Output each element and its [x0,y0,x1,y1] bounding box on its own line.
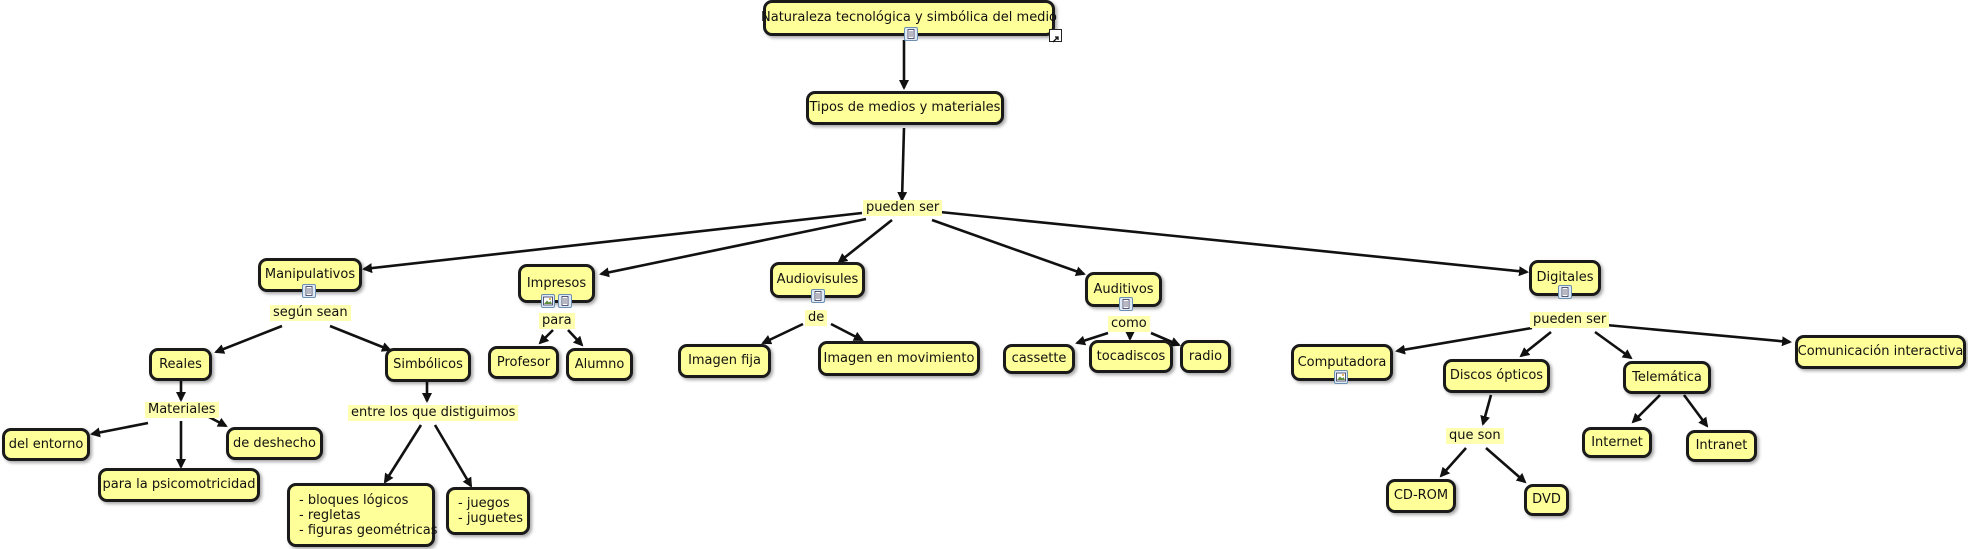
node-label: Impresos [526,275,587,291]
node-label: Digitales [1536,270,1594,285]
link-de[interactable]: de [805,310,828,326]
node-label: Telemática [1632,369,1702,385]
link-pueden-ser-digitales[interactable]: pueden ser [1530,312,1610,328]
link-entre-los-que-distiguimos[interactable]: entre los que distiguimos [348,405,519,421]
edge-para-alumno [567,329,584,347]
edge-pueden-discos [1519,330,1552,358]
link-para[interactable]: para [539,313,575,329]
node-label: Internet [1591,434,1643,450]
node-label: Discos ópticos [1449,368,1544,383]
edge-pueden-telematica [1594,330,1633,360]
open-link-icon[interactable] [1049,29,1062,43]
node-cdrom[interactable]: CD-ROM [1386,479,1456,513]
node-psicomotricidad[interactable]: para la psicomotricidad [98,468,260,502]
node-label: Reales [159,356,202,372]
document-icon[interactable] [1119,297,1133,311]
node-internet[interactable]: Internet [1582,427,1652,458]
edge-materiales-deshecho [208,415,228,428]
node-reales[interactable]: Reales [149,348,212,381]
edge-link-auditivos [931,218,1086,277]
edge-telematica-internet [1631,394,1661,424]
link-que-son[interactable]: que son [1446,428,1504,444]
node-cassette[interactable]: cassette [1003,344,1075,374]
node-label: tocadiscos [1096,348,1166,364]
edge-de-movimiento [830,322,864,342]
node-label: - juegos - juguetes [458,496,524,526]
node-naturaleza[interactable]: Naturaleza tecnológica y simbólica del m… [761,0,1058,36]
node-label: Alumno [574,356,625,372]
document-icon[interactable] [1558,285,1572,299]
node-label: - bloques lógicos - regletas - figuras g… [299,492,438,538]
node-label: cassette [1011,351,1067,366]
edge-discos-queson [1480,394,1493,426]
edge-segun-reales [214,324,283,354]
node-de-deshecho[interactable]: de deshecho [226,427,323,460]
edge-link-manipulativos [362,211,863,274]
edge-como-cassette [1075,331,1109,346]
link-como[interactable]: como [1108,316,1150,332]
node-comunicacion-interactiva[interactable]: Comunicación interactiva [1795,335,1966,369]
document-icon[interactable] [811,289,825,303]
node-label: Auditivos [1093,281,1154,297]
node-label: radio [1188,348,1223,364]
node-intranet[interactable]: Intranet [1686,430,1757,462]
node-del-entorno[interactable]: del entorno [2,428,90,461]
node-impresos[interactable]: Impresos [518,264,595,303]
node-label: Audiovisules [776,272,859,287]
node-imagen-movimiento[interactable]: Imagen en movimiento [818,341,980,376]
node-tipos-medios[interactable]: Tipos de medios y materiales [806,91,1004,125]
node-label: Intranet [1695,438,1748,453]
node-label: CD-ROM [1393,488,1449,503]
node-label: para la psicomotricidad [102,477,256,492]
image-icon[interactable] [1334,370,1348,384]
edge-link-impresos [599,217,867,278]
node-label: Profesor [496,354,551,370]
node-label: Imagen fija [688,353,761,368]
node-discos-opticos[interactable]: Discos ópticos [1443,359,1550,393]
image-icon[interactable] [541,294,555,308]
node-juegos[interactable]: - juegos - juguetes [446,487,530,535]
edge-tipos-link [897,127,908,202]
node-bloques[interactable]: - bloques lógicos - regletas - figuras g… [287,483,438,547]
link-pueden-ser[interactable]: pueden ser [863,200,943,216]
edge-para-profesor [538,329,554,345]
document-icon[interactable] [904,27,918,41]
edge-telematica-intranet [1682,394,1709,428]
node-label: de deshecho [233,435,316,451]
node-label: Naturaleza tecnológica y simbólica del m… [761,10,1058,25]
node-label: Simbólicos [393,357,463,372]
edge-materiales-entorno [90,421,149,438]
edge-queson-dvd [1485,447,1527,484]
edge-link-audiovisuales [837,218,893,264]
node-label: Manipulativos [264,267,356,282]
node-telematica[interactable]: Telemática [1623,361,1711,394]
edge-pueden-computadora [1395,326,1533,355]
link-materiales[interactable]: Materiales [145,402,219,418]
node-alumno[interactable]: Alumno [566,348,633,381]
node-tocadiscos[interactable]: tocadiscos [1089,340,1173,373]
node-label: Tipos de medios y materiales [809,100,1001,115]
edge-segun-simbolicos [329,324,392,352]
edge-queson-cdrom [1439,447,1467,478]
node-radio[interactable]: radio [1180,340,1231,373]
node-label: DVD [1532,492,1561,507]
edge-link-digitales [939,210,1529,277]
node-imagen-fija[interactable]: Imagen fija [678,344,771,378]
document-icon[interactable] [558,294,572,308]
node-label: Comunicación interactiva [1797,344,1964,359]
link-segun-sean[interactable]: según sean [270,305,351,321]
edge-link-juegos [433,424,473,488]
node-label: del entorno [8,436,84,452]
edge-de-fija [761,322,804,345]
edge-pueden-comunicacion [1605,323,1792,347]
node-label: Imagen en movimiento [823,350,975,366]
document-icon[interactable] [302,284,316,298]
node-dvd[interactable]: DVD [1524,484,1569,516]
node-label: Computadora [1297,354,1387,370]
edge-link-bloques [383,424,423,484]
node-profesor[interactable]: Profesor [488,346,559,379]
node-simbolicos[interactable]: Simbólicos [385,348,471,382]
edge-como-radio [1150,331,1181,347]
